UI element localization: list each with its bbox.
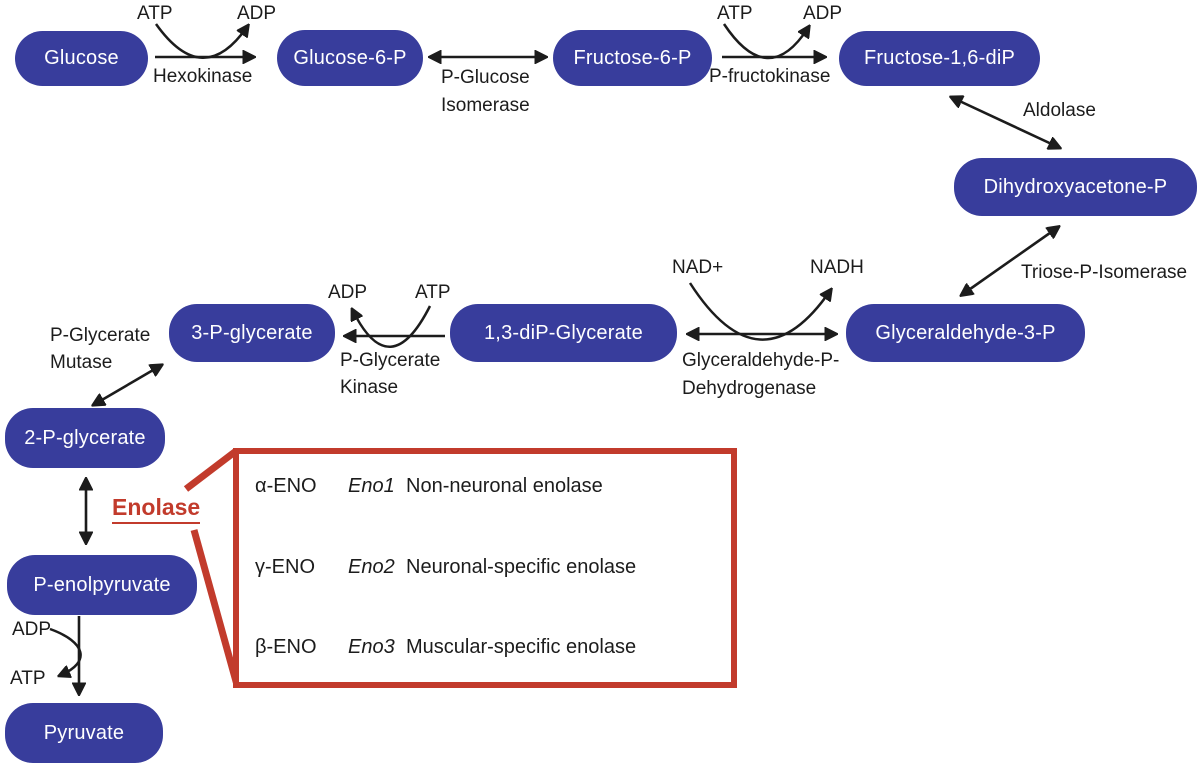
gene-name: Eno2: [348, 556, 395, 578]
cofactor-adp-pg-kinase: ADP: [328, 282, 368, 303]
cofactor-nad-gapdh: NAD+: [672, 257, 724, 278]
enzyme-pg-mutase-line1: P-Glycerate: [50, 325, 151, 346]
enzyme-p-glucose-isomerase-line2: Isomerase: [441, 95, 530, 116]
node-dihydroxyacetone-p: Dihydroxyacetone-P: [954, 158, 1197, 216]
isoform-description: Muscular-specific enolase: [406, 636, 637, 658]
cofactor-curve-pg-kinase: [353, 305, 432, 348]
enolase-isoform-row-eno2: γ-ENO Eno2 Neuronal-specific enolase: [255, 556, 636, 579]
node-glyceraldehyde-3-p: Glyceraldehyde-3-P: [846, 304, 1085, 362]
enolase-isoform-row-eno1: α-ENO Eno1 Non-neuronal enolase: [255, 475, 603, 498]
node-fructose-1-6-dip: Fructose-1,6-diP: [839, 31, 1040, 86]
arrow-triose-p-isomerase: [963, 228, 1057, 294]
enzyme-pg-kinase-line1: P-Glycerate: [340, 350, 441, 371]
enolase-isoform-box: [233, 448, 737, 688]
cofactor-nadh-gapdh: NADH: [810, 257, 864, 278]
cofactor-curve-gapdh: [688, 282, 830, 341]
enzyme-enolase-label: Enolase: [112, 494, 201, 524]
isoform-description: Non-neuronal enolase: [406, 475, 603, 497]
node-1-3-dip-glycerate: 1,3-diP-Glycerate: [450, 304, 677, 362]
arrow-aldolase: [953, 98, 1058, 147]
gene-name: Eno1: [348, 475, 395, 497]
isoform-name: γ-ENO: [255, 556, 315, 578]
node-p-enolpyruvate: P-enolpyruvate: [7, 555, 197, 615]
enzyme-gapdh-line1: Glyceraldehyde-P-: [682, 350, 840, 371]
arrow-pg-mutase: [95, 366, 160, 404]
enzyme-p-glucose-isomerase-line1: P-Glucose: [441, 67, 530, 88]
enzyme-triose-p-isomerase: Triose-P-Isomerase: [1021, 262, 1188, 283]
isoform-name: β-ENO: [255, 636, 317, 658]
cofactor-adp-pfructokinase: ADP: [803, 3, 843, 24]
isoform-name: α-ENO: [255, 475, 317, 497]
enzyme-pg-mutase-line2: Mutase: [50, 352, 113, 373]
enzyme-pg-kinase-line2: Kinase: [340, 377, 399, 398]
cofactor-curve-pfructokinase: [722, 23, 808, 60]
node-glucose-6-p: Glucose-6-P: [277, 30, 423, 86]
enzyme-gapdh-line2: Dehydrogenase: [682, 378, 817, 399]
node-glucose: Glucose: [15, 31, 148, 86]
cofactor-curve-hexokinase: [154, 24, 247, 59]
enzyme-hexokinase: Hexokinase: [153, 66, 253, 87]
cofactor-adp-hexokinase: ADP: [237, 3, 277, 24]
enzyme-p-fructokinase: P-fructokinase: [709, 66, 831, 87]
cofactor-adp-pyruvate-kinase: ADP: [12, 619, 52, 640]
node-fructose-6-p: Fructose-6-P: [553, 30, 712, 86]
cofactor-atp-hexokinase: ATP: [137, 3, 173, 24]
cofactor-curve-pyruvate-kinase: [49, 627, 82, 675]
node-pyruvate: Pyruvate: [5, 703, 163, 763]
enolase-isoform-row-eno3: β-ENO Eno3 Muscular-specific enolase: [255, 636, 636, 659]
cofactor-atp-pfructokinase: ATP: [717, 3, 753, 24]
node-3-p-glycerate: 3-P-glycerate: [169, 304, 335, 362]
gene-name: Eno3: [348, 636, 395, 658]
callout-line-bottom: [190, 529, 241, 686]
isoform-description: Neuronal-specific enolase: [406, 556, 637, 578]
cofactor-atp-pyruvate-kinase: ATP: [10, 668, 46, 689]
callout-line-top: [183, 448, 239, 492]
node-2-p-glycerate: 2-P-glycerate: [5, 408, 165, 468]
cofactor-atp-pg-kinase: ATP: [415, 282, 451, 303]
enzyme-aldolase: Aldolase: [1023, 100, 1096, 121]
